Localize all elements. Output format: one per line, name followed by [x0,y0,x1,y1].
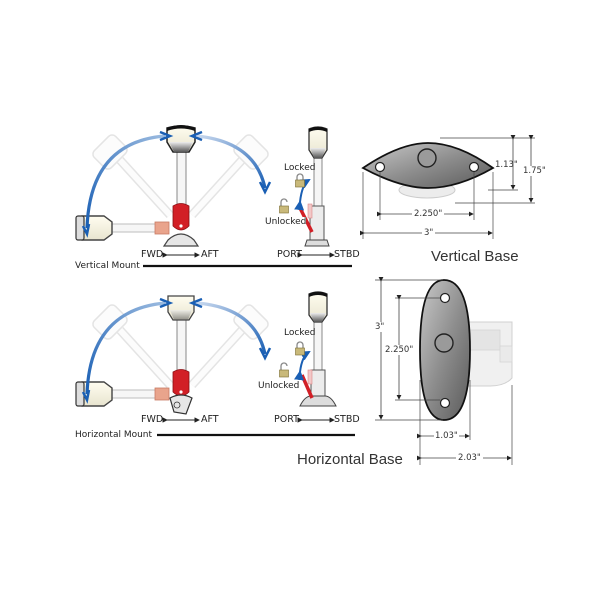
lowered-pole [75,215,170,241]
rotation-arc-left [85,134,166,229]
dim-hb-total-depth: 2.03" [456,453,483,463]
dim-hb-hole-spacing: 2.250" [385,345,414,355]
vertical-mount-port-stbd-illustration [279,126,335,258]
ghost-pole-right [188,134,269,219]
dim-hb-plate-depth: 1.03" [434,431,459,441]
upright-pole [162,125,200,247]
stbd-label-2: STBD [334,414,360,425]
unlocked-padlock-icon-2 [279,362,289,378]
unlocked-padlock-icon [279,198,289,214]
dim-plate-height: 1.13" [495,160,518,170]
horizontal-mount-fwd-aft-illustration [75,295,272,423]
horizontal-base-drawing [375,277,513,465]
aft-label: AFT [201,249,219,260]
vertical-mount-caption: Vertical Mount [75,261,140,271]
vertical-mount-fwd-aft-illustration [75,125,272,258]
horizontal-mount-caption: Horizontal Mount [75,430,153,440]
dim-hb-height: 3" [375,322,385,332]
dim-width: 3" [422,228,436,238]
vertical-base-title: Vertical Base [431,248,519,265]
aft-label-2: AFT [201,414,219,425]
dim-hole-spacing: 2.250" [412,209,445,219]
unlocked-label: Unlocked [265,217,307,227]
unlocked-label-2: Unlocked [258,381,300,391]
horizontal-mount-port-stbd-illustration [279,291,337,423]
horizontal-base-title: Horizontal Base [297,451,403,468]
vertical-base-drawing [360,135,535,239]
locked-padlock-icon [295,173,305,188]
fwd-label-2: FWD [141,414,164,425]
locked-padlock-icon-2 [295,341,305,356]
locked-label-2: Locked [284,328,316,338]
fwd-label: FWD [141,249,164,260]
ghost-pole-left [92,134,174,219]
dim-total-height: 1.75" [523,166,546,176]
port-label: PORT [277,249,302,260]
stbd-label: STBD [334,249,360,260]
locked-label: Locked [284,163,316,173]
rotation-arc-right [196,134,267,189]
port-label-2: PORT [274,414,299,425]
